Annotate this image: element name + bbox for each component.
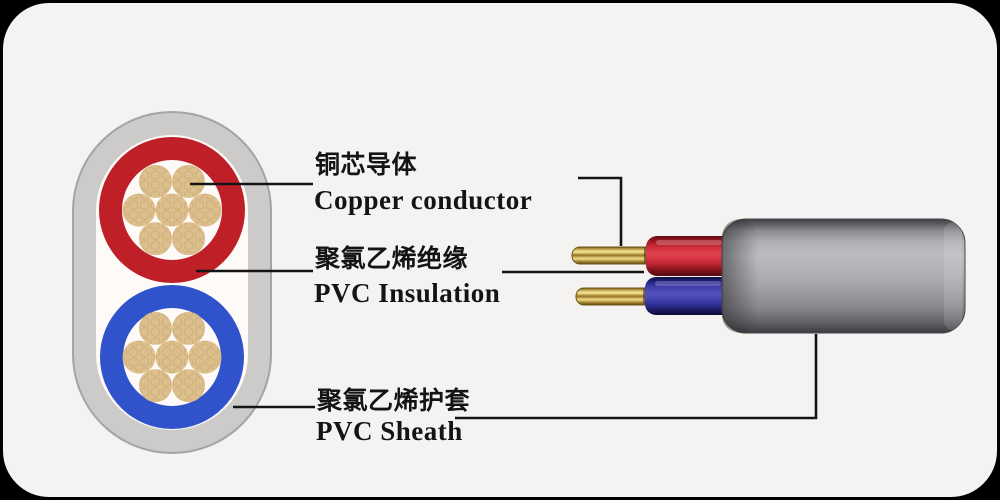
sheath-right-end-light [944, 222, 962, 330]
sheath-left-end-shade [722, 219, 758, 333]
blue-wire-highlight [655, 281, 721, 286]
callout-line-conductor-right [578, 176, 623, 246]
label-conductor-en: Copper conductor [314, 185, 533, 215]
label-insulation-en: PVC Insulation [314, 278, 501, 308]
label-sheath-en: PVC Sheath [316, 416, 463, 446]
red-wire-3d [646, 236, 732, 276]
callout-lines [190, 176, 818, 420]
copper-conductor-top-3d [571, 246, 657, 265]
label-conductor-zh: 铜芯导体 [315, 151, 418, 179]
label-insulation-zh: 聚氯乙烯绝缘 [315, 245, 469, 273]
blue-wire-3d [645, 277, 733, 315]
label-sheath-zh: 聚氯乙烯护套 [317, 387, 471, 415]
callout-line-sheath-right [455, 334, 818, 420]
pvc-sheath-3d [721, 218, 966, 334]
cross-section [72, 111, 272, 454]
cable-3d-render [571, 218, 966, 334]
red-wire-highlight [656, 240, 722, 245]
